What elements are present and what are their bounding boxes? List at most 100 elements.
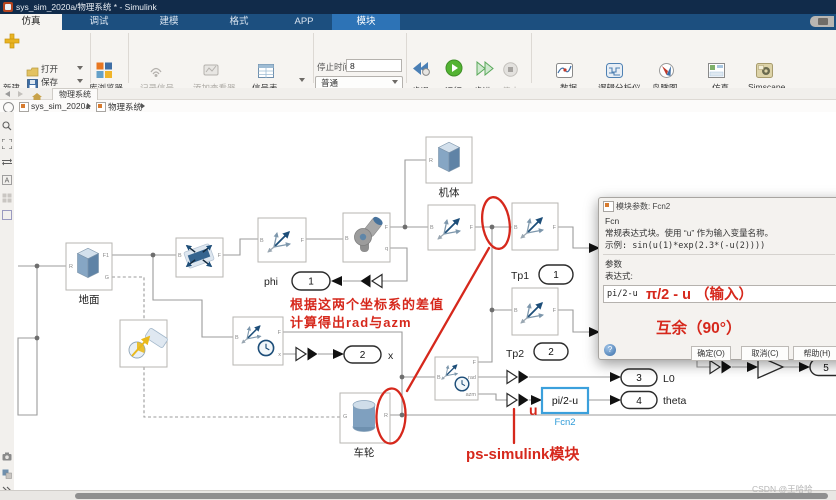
block-rigid-transform-c[interactable]: B F	[511, 202, 559, 251]
tab-simulation[interactable]: 仿真	[0, 14, 62, 30]
logic-analyzer-icon[interactable]	[606, 63, 623, 83]
dialog-description-line2: 示例: sin(u(1)*exp(2.3*(-u(2))))	[605, 241, 766, 251]
expression-input[interactable]	[603, 285, 836, 303]
block-mechanism-config[interactable]	[119, 319, 168, 368]
outport-5[interactable]: 5	[809, 357, 836, 377]
block-rigid-transform-d[interactable]: B F	[511, 287, 559, 336]
red-annotation-shapes	[375, 196, 516, 445]
block-ground[interactable]: R F1 G 地面	[65, 242, 113, 306]
svg-text:F: F	[553, 225, 557, 231]
svg-text:azm: azm	[466, 392, 477, 398]
ok-button[interactable]: 确定(O)	[691, 346, 731, 361]
svg-text:B: B	[514, 225, 518, 231]
svg-text:R: R	[69, 264, 73, 270]
forward-icon[interactable]	[18, 91, 23, 97]
dialog-block-type: Fcn	[605, 216, 620, 226]
new-icon[interactable]	[4, 33, 20, 49]
zoom-icon[interactable]	[2, 118, 12, 136]
block-fcn2[interactable]: pi/2-u Fcn2	[540, 386, 590, 428]
prepare-gallery-dropdown-icon[interactable]	[299, 78, 305, 82]
svg-text:1: 1	[553, 270, 559, 281]
svg-text:车轮: 车轮	[354, 446, 375, 459]
block-transform-sensor-2[interactable]: B F rad azm	[434, 356, 479, 401]
svg-text:B: B	[178, 253, 182, 259]
horizontal-scrollbar[interactable]	[75, 493, 828, 499]
annotation-note-line2: 计算得出rad与azm	[290, 315, 412, 330]
outport-theta[interactable]: 4 theta	[620, 390, 687, 410]
svg-text:B: B	[260, 238, 264, 244]
birds-eye-icon[interactable]	[658, 63, 675, 83]
annotation-note-line1: 根据这两个坐标系的差值	[290, 297, 445, 312]
dialog-help-icon[interactable]: ?	[604, 344, 616, 356]
status-bar	[0, 490, 836, 500]
step-forward-icon[interactable]	[475, 60, 494, 81]
back-icon[interactable]	[5, 91, 10, 97]
stop-time-label: 停止时间	[317, 62, 352, 72]
tab-modeling[interactable]: 建模	[159, 16, 179, 27]
dialog-parameters-label: 参数	[605, 259, 623, 269]
gain-block[interactable]	[757, 355, 785, 379]
svg-text:3: 3	[636, 373, 642, 384]
annotation-complementary: 互余（90°）	[656, 320, 742, 337]
breadcrumb-subsystem[interactable]: 物理系统	[108, 102, 143, 112]
svg-text:Fcn2: Fcn2	[554, 417, 575, 428]
stop-time-input[interactable]	[346, 59, 402, 72]
tab-apps[interactable]: APP	[294, 16, 314, 27]
simulation-mode-dropdown-icon[interactable]	[392, 80, 398, 84]
save-dropdown-icon[interactable]	[77, 79, 83, 83]
svg-text:F1: F1	[103, 253, 109, 259]
help-button[interactable]: 帮助(H)	[793, 346, 836, 361]
tab-format[interactable]: 格式	[229, 16, 249, 27]
block-planar-joint[interactable]: B F	[175, 237, 224, 278]
subsystem-badge-icon[interactable]	[2, 466, 12, 484]
svg-text:B: B	[514, 308, 518, 314]
cancel-button[interactable]: 取消(C)	[741, 346, 789, 361]
window-title: sys_sim_2020a/物理系统 * - Simulink	[16, 2, 157, 12]
block-transform-sensor-1[interactable]: B F x	[232, 316, 284, 366]
breadcrumb-root[interactable]: sys_sim_2020a	[31, 101, 91, 111]
block-wheel[interactable]: G R 车轮	[339, 392, 391, 459]
svg-text:L0: L0	[663, 373, 675, 385]
open-button[interactable]: 打开	[41, 64, 59, 74]
simscape-results-icon[interactable]	[756, 63, 773, 83]
step-back-icon[interactable]	[412, 61, 431, 81]
viewmark-icon[interactable]	[2, 207, 12, 225]
tab-debug[interactable]: 调试	[89, 16, 109, 27]
block-rigid-transform-a[interactable]: B F	[257, 217, 307, 263]
annotation-icon[interactable]: A	[2, 172, 12, 190]
svg-text:B: B	[430, 225, 434, 231]
simulation-manager-icon[interactable]	[708, 63, 725, 83]
block-rigid-transform-b[interactable]: B F	[427, 204, 476, 251]
dialog-expression-label: 表达式:	[605, 271, 633, 281]
area-icon[interactable]	[2, 190, 12, 208]
dialog-description-line1: 常规表达式块。使用 “u” 作为输入变量名称。	[605, 228, 774, 238]
outport-tp2[interactable]: Tp2 2	[506, 342, 569, 361]
svg-text:theta: theta	[663, 395, 687, 407]
outport-l0[interactable]: 3 L0	[620, 368, 675, 387]
open-dropdown-icon[interactable]	[77, 66, 83, 70]
save-button[interactable]: 保存	[41, 77, 59, 87]
svg-text:x: x	[388, 350, 394, 362]
open-folder-icon[interactable]	[26, 64, 39, 82]
simulink-app-icon	[3, 2, 13, 12]
block-body[interactable]: R 机体	[425, 136, 473, 199]
block-revolute-joint[interactable]: B F q	[342, 212, 391, 263]
subsystem-icon	[96, 102, 106, 112]
outport-phi[interactable]: phi 1	[264, 271, 331, 291]
home-icon[interactable]	[32, 89, 42, 107]
screenshot-icon[interactable]	[2, 448, 12, 466]
ribbon-collapse-icon[interactable]	[810, 16, 834, 27]
data-inspector-icon[interactable]	[556, 63, 573, 83]
svg-text:机体: 机体	[439, 186, 460, 199]
pan-icon[interactable]	[2, 154, 12, 172]
run-icon[interactable]	[445, 59, 463, 82]
library-browser-icon[interactable]	[96, 62, 113, 84]
outport-x[interactable]: 2 x	[343, 345, 394, 364]
dialog-block-icon	[603, 201, 614, 212]
outport-tp1[interactable]: Tp1 1	[511, 264, 574, 285]
model-tab-physical-system[interactable]: 物理系统	[52, 88, 98, 100]
simscape-results-button[interactable]: Simscape	[748, 82, 786, 92]
signal-table-icon[interactable]	[258, 64, 274, 83]
tab-block[interactable]: 模块	[332, 14, 400, 30]
